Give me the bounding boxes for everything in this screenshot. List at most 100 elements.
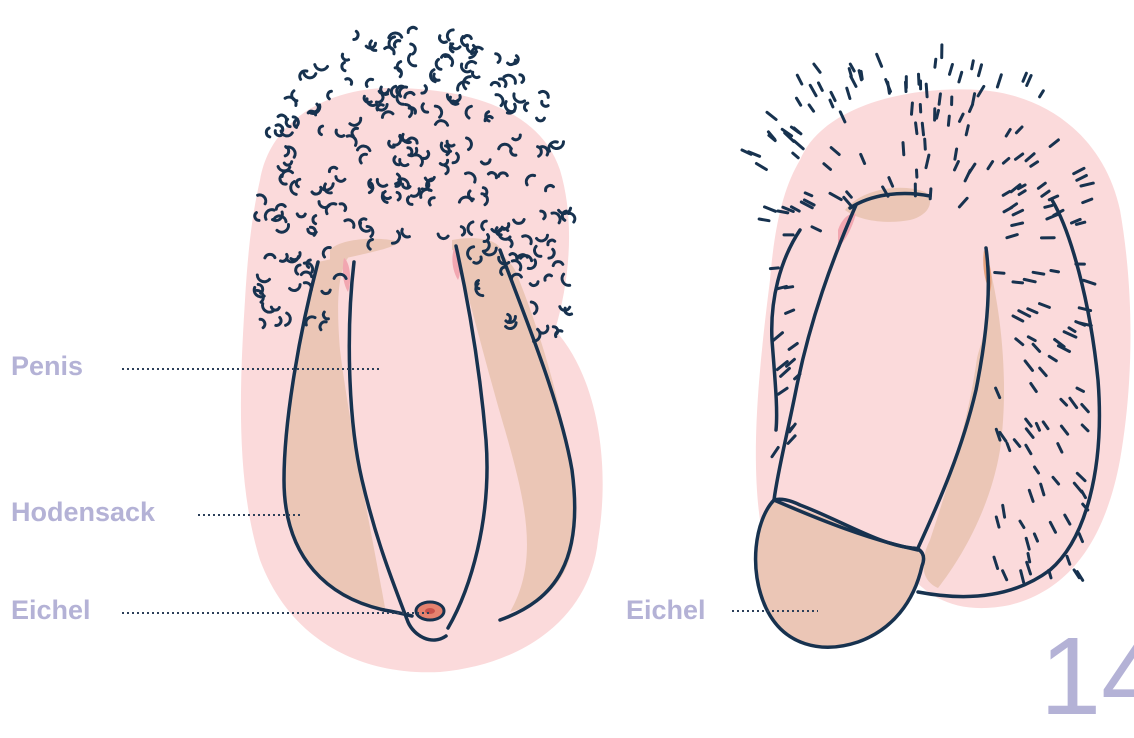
label-penis: Penis [11, 353, 83, 380]
hair-stroke [995, 273, 1004, 274]
hair-stroke [1049, 570, 1051, 578]
hair-curl [466, 62, 476, 68]
hair-curl [408, 55, 415, 66]
hair-stroke [794, 141, 803, 149]
hair-stroke [793, 153, 798, 158]
hair-curl [434, 74, 439, 80]
hair-stroke [830, 100, 833, 107]
hair-curl [385, 47, 394, 54]
hair-curl [473, 72, 479, 77]
hair-curl [447, 30, 453, 40]
hair-stroke [916, 123, 917, 134]
label-glans-left: Eichel [11, 597, 91, 624]
hair-stroke [1076, 222, 1084, 224]
hair-curl [395, 68, 401, 77]
hair-stroke [950, 65, 953, 75]
anatomy-illustration [0, 0, 1134, 679]
hair-stroke [1003, 505, 1005, 517]
hair-curl [440, 36, 447, 43]
hair-curl [266, 128, 269, 137]
hair-curl [568, 213, 574, 222]
hair-curl [354, 31, 358, 39]
hair-curl [276, 125, 283, 131]
hair-curl [491, 82, 499, 85]
hair-stroke [930, 189, 931, 199]
hair-curl [464, 36, 471, 39]
hair-curl [514, 94, 525, 102]
hair-curl [342, 63, 345, 71]
hair-stroke [955, 149, 957, 159]
hair-curl [342, 54, 348, 60]
hair-stroke [810, 85, 816, 95]
hair-stroke [797, 98, 801, 105]
hair-stroke [1045, 205, 1052, 207]
hair-curl [408, 27, 416, 32]
label-scrotum: Hodensack [11, 499, 155, 526]
label-glans-right: Eichel [626, 597, 706, 624]
hair-stroke [819, 83, 823, 91]
hair-stroke [756, 164, 766, 170]
hair-curl [496, 95, 503, 106]
hair-stroke [1023, 73, 1026, 81]
hair-stroke [809, 105, 814, 111]
hair-curl [366, 79, 372, 86]
hair-stroke [797, 75, 802, 84]
hair-stroke [770, 268, 778, 269]
hair-curl [436, 59, 441, 69]
hair-stroke [759, 219, 769, 221]
hair-stroke [972, 61, 974, 69]
hair-curl [285, 97, 296, 105]
hair-curl [524, 103, 527, 111]
hair-curl [411, 44, 416, 54]
hair-stroke [919, 74, 920, 84]
hair-stroke [966, 126, 968, 135]
hair-curl [537, 118, 545, 121]
hair-curl [542, 101, 548, 106]
hair-stroke [814, 64, 820, 72]
hair-stroke [767, 112, 776, 119]
hair-stroke [742, 150, 751, 154]
hair-stroke [925, 139, 926, 149]
hair-stroke [948, 116, 949, 125]
hair-stroke [1033, 272, 1044, 274]
hair-stroke [997, 75, 1001, 87]
hair-stroke [877, 54, 882, 66]
hair-curl [520, 75, 524, 83]
hair-stroke [939, 94, 940, 104]
page-number: 14 [1040, 622, 1134, 732]
side-view-figure [742, 45, 1131, 647]
hair-stroke [849, 69, 851, 76]
front-view-figure [241, 27, 603, 672]
hair-stroke [831, 92, 835, 100]
hair-curl [315, 65, 328, 70]
hair-stroke [926, 84, 927, 97]
hair-stroke [1040, 91, 1044, 97]
hair-curl [328, 91, 332, 99]
hair-curl [505, 102, 514, 112]
hair-curl [394, 41, 399, 47]
hair-curl [496, 54, 500, 63]
illustration-stage [0, 0, 1134, 679]
hair-stroke [1051, 271, 1059, 272]
hair-stroke [847, 88, 850, 98]
hair-curl [304, 74, 316, 78]
hair-stroke [778, 211, 788, 213]
hair-stroke [912, 103, 913, 114]
hair-stroke [959, 72, 962, 82]
hair-stroke [922, 123, 923, 135]
hair-stroke [1027, 76, 1031, 86]
hair-stroke [1028, 554, 1030, 562]
hair-stroke [935, 59, 936, 67]
hair-stroke [903, 143, 904, 155]
hair-stroke [765, 207, 776, 211]
hair-curl [278, 115, 286, 120]
hair-stroke [937, 110, 939, 118]
hair-stroke [979, 65, 982, 76]
hair-curl [540, 91, 549, 97]
hair-stroke [785, 287, 793, 288]
hair-curl [346, 79, 352, 85]
hair-stroke [1013, 282, 1023, 283]
front-meatus-inner [425, 608, 435, 614]
hair-stroke [851, 77, 856, 87]
hair-stroke [973, 94, 975, 104]
